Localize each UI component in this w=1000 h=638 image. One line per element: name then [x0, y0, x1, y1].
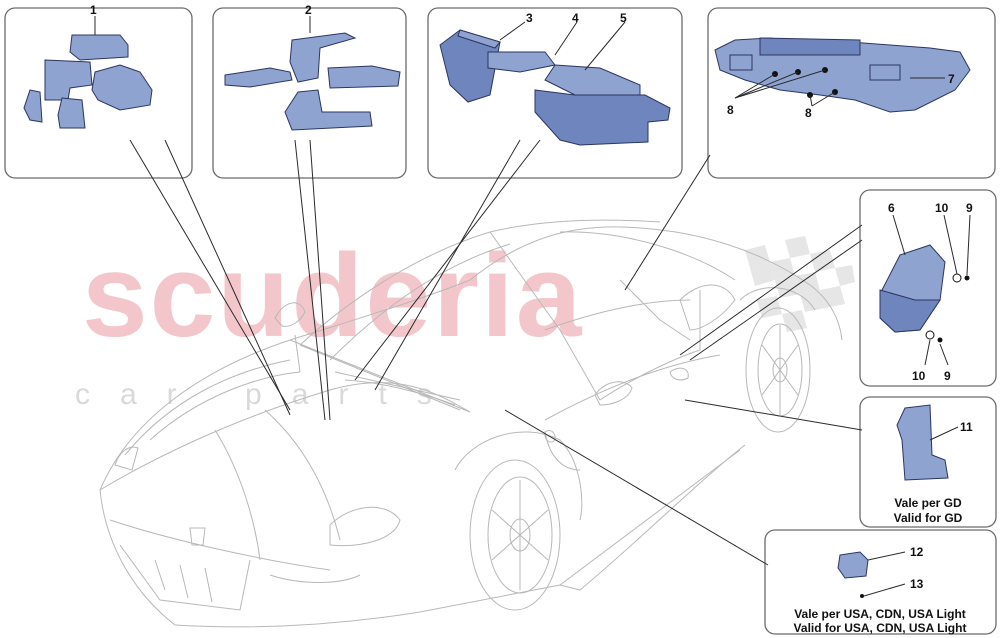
watermark-main-text: scuderia	[82, 230, 583, 362]
note-gd-italian: Vale per GD	[894, 496, 962, 510]
part-12-insulation[interactable]	[837, 551, 869, 579]
part-5-insulation[interactable]	[534, 64, 671, 146]
callout-9b: 9	[944, 369, 951, 383]
part-11-insulation[interactable]	[896, 404, 949, 481]
part-7-insulation[interactable]	[714, 37, 971, 113]
callout-8a: 8	[727, 103, 734, 117]
note-gd-english: Valid for GD	[894, 511, 963, 525]
callout-5: 5	[620, 11, 627, 25]
callout-1: 1	[90, 3, 97, 17]
callout-7: 7	[948, 72, 955, 86]
callout-9a: 9	[966, 201, 973, 215]
callout-10a: 10	[935, 201, 949, 215]
part-9-10-fasteners[interactable]	[925, 273, 970, 343]
part-6-insulation[interactable]	[879, 244, 946, 333]
part-1-insulation-pieces[interactable]	[23, 34, 153, 129]
part-4-insulation[interactable]	[487, 51, 556, 73]
callout-8b: 8	[805, 106, 812, 120]
part-3-insulation[interactable]	[439, 29, 501, 103]
callout-13: 13	[910, 577, 924, 591]
part-2-insulation-pieces[interactable]	[224, 32, 401, 131]
callout-3: 3	[526, 11, 533, 25]
callout-10b: 10	[912, 369, 926, 383]
leader-lines	[94, 16, 971, 597]
note-usa-english: Valid for USA, CDN, USA Light	[794, 621, 967, 635]
checkered-flag-watermark	[745, 236, 855, 332]
callout-2: 2	[305, 3, 312, 17]
callout-11: 11	[960, 420, 973, 434]
watermark-sub-text: car parts	[75, 378, 462, 411]
panel-12-13	[764, 529, 997, 635]
callout-numbers: 1 2 3 4 5 7 8 8 6 10 9 10 9 11 12 13	[90, 3, 973, 591]
car-outline	[99, 219, 843, 628]
note-usa-italian: Vale per USA, CDN, USA Light	[794, 607, 966, 621]
callout-12: 12	[910, 545, 924, 559]
callout-4: 4	[572, 11, 579, 25]
part-13-fastener[interactable]	[860, 594, 864, 598]
callout-6: 6	[888, 201, 895, 215]
